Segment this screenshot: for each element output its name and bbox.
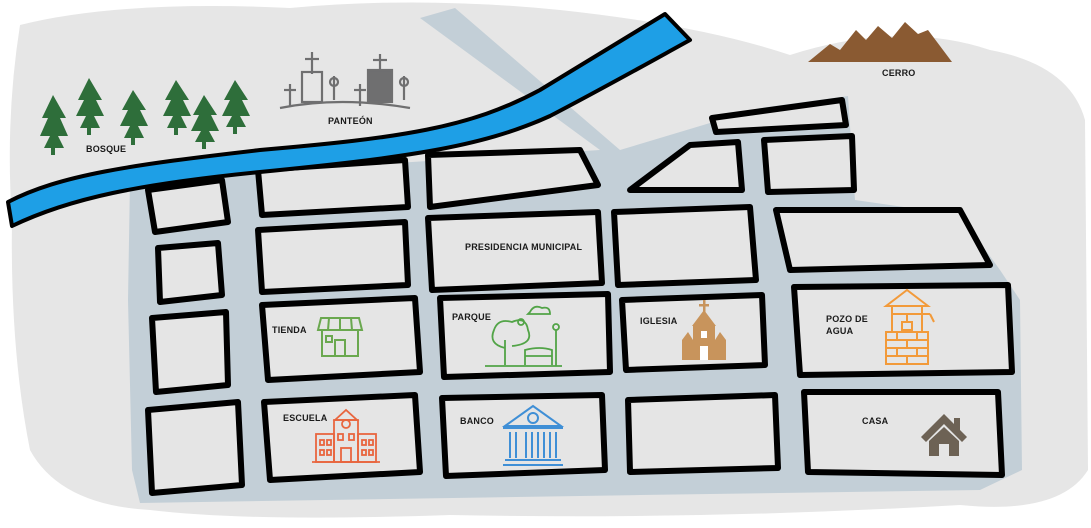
block-parque <box>437 291 613 380</box>
bosque-label: BOSQUE <box>86 144 126 154</box>
block-banco <box>439 392 608 479</box>
block-presidencia <box>425 209 605 293</box>
house-icon <box>921 414 967 456</box>
school-icon <box>312 408 380 463</box>
block <box>155 240 225 305</box>
panteon-label: PANTEÓN <box>328 115 373 126</box>
block-casa <box>801 389 1005 478</box>
well-icon <box>883 288 935 365</box>
park-icon <box>485 305 562 367</box>
cerro-label: CERRO <box>882 68 916 78</box>
block <box>149 309 231 395</box>
city-blocks <box>145 97 1015 496</box>
pine-tree-icon <box>191 95 219 149</box>
river <box>6 12 692 228</box>
block <box>761 133 857 195</box>
pozo-label-2: AGUA <box>826 326 854 336</box>
forest <box>40 78 250 155</box>
block <box>625 392 781 475</box>
block <box>425 147 601 210</box>
pine-tree-icon <box>76 78 104 135</box>
block <box>709 97 849 135</box>
block <box>627 139 745 193</box>
iglesia-label: IGLESIA <box>640 316 678 326</box>
pine-tree-icon <box>163 80 191 135</box>
pine-tree-icon <box>222 80 250 134</box>
pozo-label-1: POZO DE <box>826 314 868 324</box>
church-icon <box>682 300 726 360</box>
escuela-label: ESCUELA <box>283 413 328 423</box>
store-icon <box>316 317 364 357</box>
pine-tree-icon <box>120 90 148 145</box>
mountain-icon <box>808 22 952 62</box>
block <box>611 204 759 288</box>
block <box>261 392 423 483</box>
block <box>255 219 411 295</box>
block <box>145 177 231 235</box>
parque-label: PARQUE <box>452 312 491 322</box>
cemetery-icon <box>279 52 411 110</box>
tienda-label: TIENDA <box>272 325 307 335</box>
bank-icon <box>501 404 565 466</box>
banco-label: BANCO <box>460 416 494 426</box>
pine-tree-icon <box>40 95 68 155</box>
block <box>145 399 245 496</box>
block <box>773 207 993 273</box>
casa-label: CASA <box>862 416 889 426</box>
presidencia-label: PRESIDENCIA MUNICIPAL <box>465 242 583 252</box>
